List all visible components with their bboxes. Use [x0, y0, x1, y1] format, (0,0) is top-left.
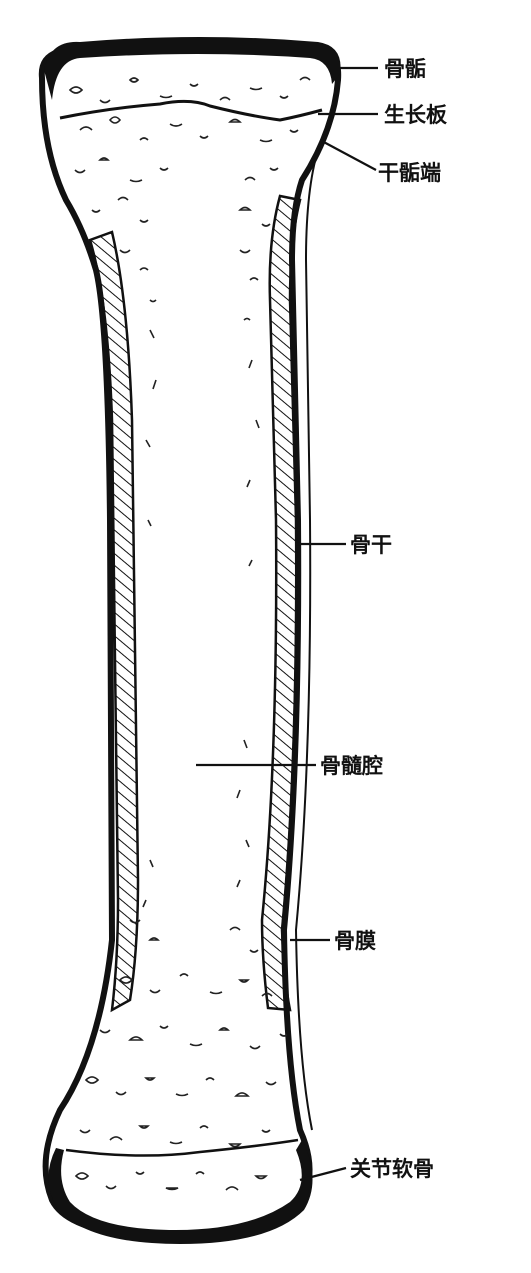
label-epiphysis: 骨骺	[384, 57, 426, 81]
label-growth-plate: 生长板	[384, 103, 448, 127]
label-marrow-cavity: 骨髓腔	[320, 754, 383, 778]
label-diaphysis: 骨干	[350, 533, 392, 557]
leader-metaphysis	[320, 140, 376, 170]
label-periosteum: 骨膜	[334, 929, 376, 953]
label-articular-cartilage: 关节软骨	[350, 1157, 434, 1181]
labels: 骨骺 生长板 干骺端 骨干 骨髓腔 骨膜 关节软骨	[320, 57, 448, 1181]
label-metaphysis: 干骺端	[378, 161, 441, 185]
